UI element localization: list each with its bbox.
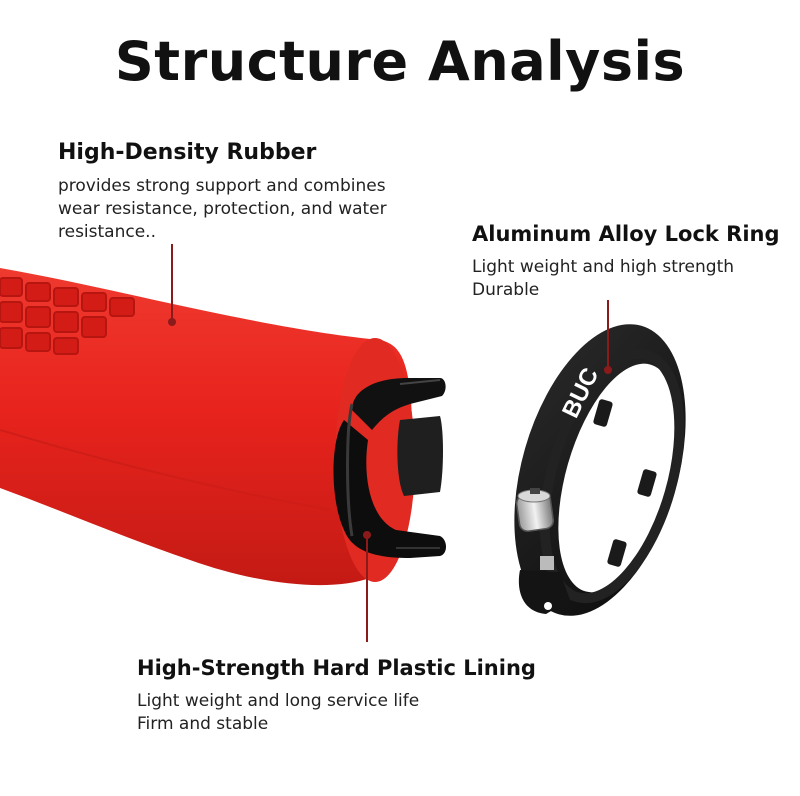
callout-lock-ring-line: Light weight and high strength [472,257,735,277]
callout-lock-ring: Aluminum Alloy Lock Ring Light weight an… [472,222,792,302]
callout-lining-description: Light weight and long service life Firm … [137,690,557,736]
ring-bolt [515,488,555,532]
callout-lock-ring-line: Durable [472,280,540,300]
callout-rubber-heading: High-Density Rubber [58,140,317,165]
callout-lock-ring-heading: Aluminum Alloy Lock Ring [472,222,780,246]
callout-lining: High-Strength Hard Plastic Lining Light … [137,656,557,736]
callout-rubber: High-Density Rubber provides strong supp… [58,140,418,244]
lock-ring [514,324,686,616]
callout-lining-line: Light weight and long service life [137,691,420,711]
callout-lock-ring-description: Light weight and high strength Durable [472,256,792,302]
leader-dot-lock-ring [604,366,612,374]
callout-lining-line: Firm and stable [137,714,269,734]
callout-rubber-line: provides strong support and combines [58,176,386,196]
callout-lining-heading: High-Strength Hard Plastic Lining [137,656,536,680]
plastic-lining [333,378,446,558]
callout-rubber-line: wear resistance, protection, and water [58,199,387,219]
leader-lines [171,244,609,642]
page-title: Structure Analysis [114,30,686,93]
callout-rubber-line: resistance.. [58,222,156,242]
leader-dot-lining [363,531,371,539]
leader-dot-rubber [168,318,176,326]
callout-rubber-description: provides strong support and combines wea… [58,175,418,244]
grip-texture [0,277,135,355]
